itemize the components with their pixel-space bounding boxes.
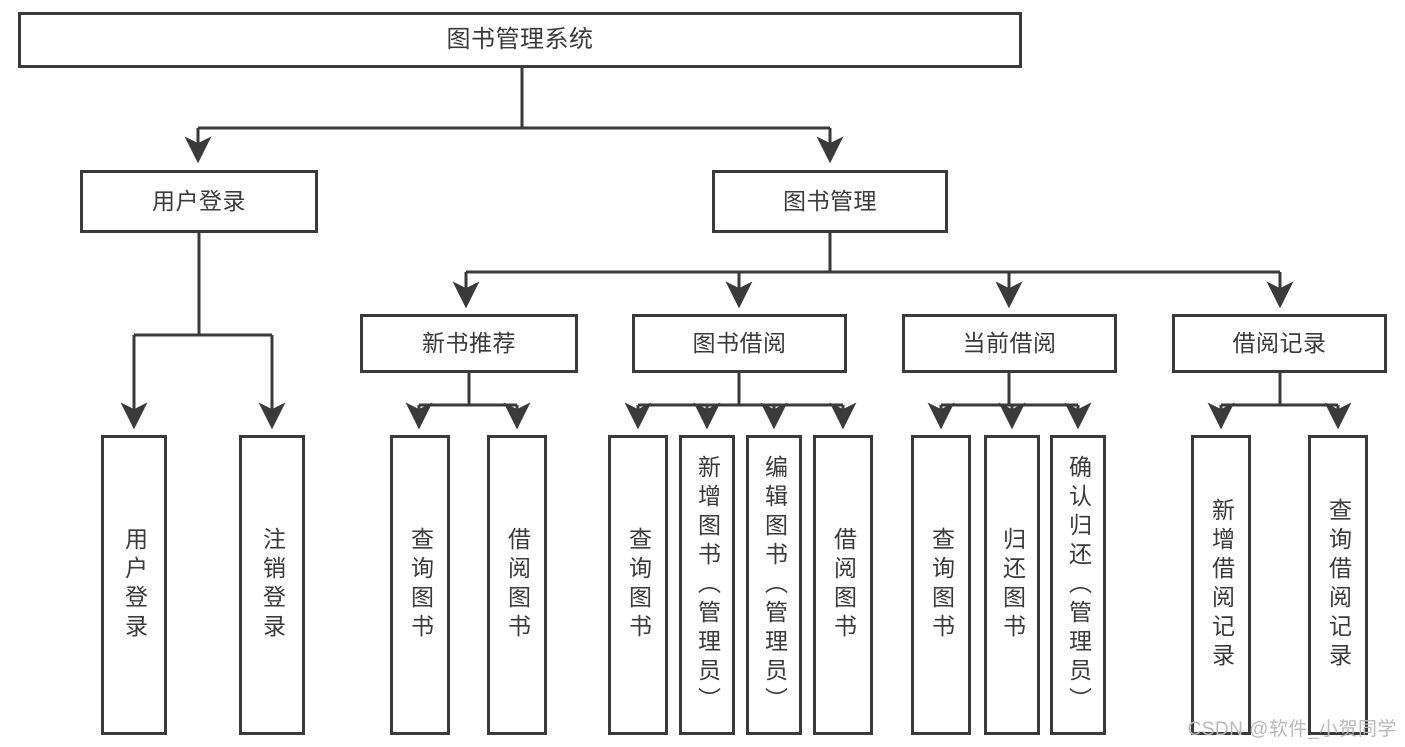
leaf-user-login[interactable]: 用户登录 [101, 435, 167, 735]
leaf-user-logout[interactable]: 注销登录 [239, 435, 305, 735]
node-label: 当前借阅 [962, 329, 1057, 356]
node-root-system[interactable]: 图书管理系统 [18, 12, 1022, 68]
node-label: 查询图书 [928, 527, 955, 643]
node-label: 查询图书 [407, 527, 434, 643]
node-label: 新书推荐 [422, 329, 516, 356]
node-label: 编辑图书（管理员） [761, 454, 788, 716]
node-label: 借阅图书 [504, 527, 531, 643]
leaf-query-book-borrow[interactable]: 查询图书 [608, 435, 668, 735]
node-user-login[interactable]: 用户登录 [80, 170, 318, 233]
node-label: 用户登录 [121, 527, 148, 643]
node-label: 新增借阅记录 [1208, 498, 1235, 672]
leaf-return-book[interactable]: 归还图书 [984, 435, 1040, 735]
leaf-add-book-admin[interactable]: 新增图书（管理员） [679, 435, 735, 735]
node-book-borrow[interactable]: 图书借阅 [632, 314, 847, 373]
leaf-borrow-book[interactable]: 借阅图书 [813, 435, 873, 735]
node-label: 确认归还（管理员） [1065, 454, 1092, 716]
node-label: 借阅记录 [1232, 329, 1327, 356]
leaf-query-loan-record[interactable]: 查询借阅记录 [1308, 435, 1368, 735]
leaf-query-book-current[interactable]: 查询图书 [911, 435, 971, 735]
node-current-loan[interactable]: 当前借阅 [902, 314, 1117, 373]
leaf-borrow-book-recommend[interactable]: 借阅图书 [487, 435, 547, 735]
node-label: 查询借阅记录 [1325, 498, 1352, 672]
node-label: 新增图书（管理员） [694, 454, 721, 716]
node-book-management[interactable]: 图书管理 [712, 170, 948, 233]
node-label: 图书管理系统 [446, 25, 594, 53]
node-label: 查询图书 [625, 527, 652, 643]
node-label: 用户登录 [152, 187, 246, 214]
node-label: 图书管理 [783, 187, 877, 214]
node-label: 借阅图书 [830, 527, 857, 643]
node-new-book-recommend[interactable]: 新书推荐 [360, 314, 578, 373]
node-label: 图书借阅 [692, 329, 787, 356]
leaf-query-book-recommend[interactable]: 查询图书 [390, 435, 450, 735]
node-label: 注销登录 [259, 527, 286, 643]
leaf-edit-book-admin[interactable]: 编辑图书（管理员） [746, 435, 802, 735]
node-label: 归还图书 [999, 527, 1026, 643]
leaf-confirm-return-admin[interactable]: 确认归还（管理员） [1050, 435, 1106, 735]
leaf-add-loan-record[interactable]: 新增借阅记录 [1191, 435, 1251, 735]
node-loan-record[interactable]: 借阅记录 [1172, 314, 1387, 373]
